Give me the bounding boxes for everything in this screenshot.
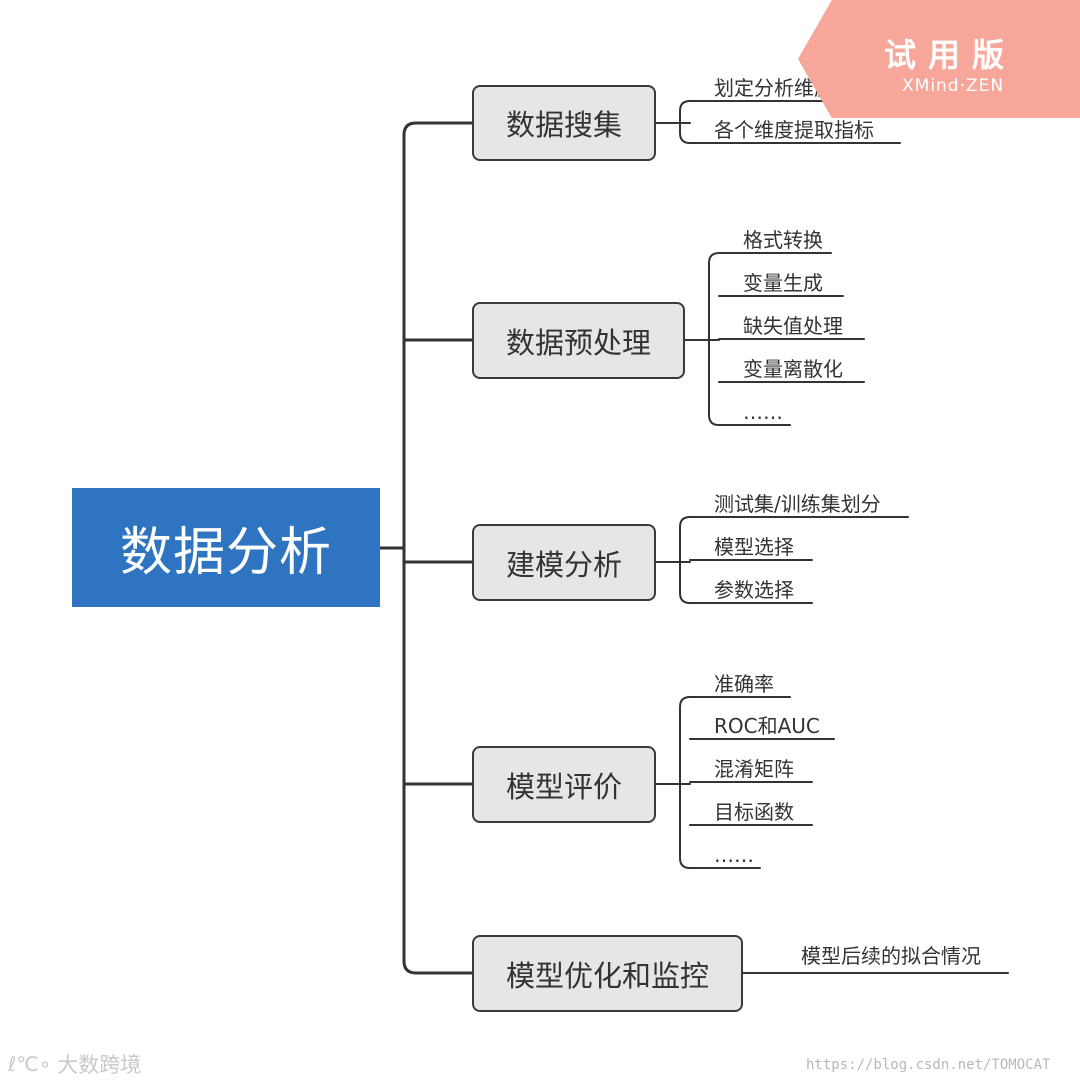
subtopic-extract-metrics[interactable]: 各个维度提取指标: [714, 118, 874, 142]
subtopic-bracket: [679, 100, 691, 144]
topic-label: 模型优化和监控: [505, 958, 709, 993]
trunk-line: [402, 121, 474, 975]
subtopic-roc-auc[interactable]: ROC和AUC: [714, 714, 820, 738]
topic-model-optimization[interactable]: 模型优化和监控: [472, 935, 743, 1012]
subtopic-bracket: [679, 696, 691, 869]
topic-label: 建模分析: [505, 547, 622, 582]
watermark-left: ℓ℃∘ 大数跨境: [8, 1049, 141, 1079]
badge-subtitle: XMind·ZEN: [902, 76, 1005, 96]
topic-model-evaluation[interactable]: 模型评价: [472, 746, 656, 823]
subtopic-parameter-selection[interactable]: 参数选择: [714, 578, 794, 602]
root-topic[interactable]: 数据分析: [72, 488, 380, 607]
topic-data-collection[interactable]: 数据搜集: [472, 85, 656, 161]
subtopic-ellipsis[interactable]: ……: [714, 843, 754, 867]
subtopic-confusion-matrix[interactable]: 混淆矩阵: [714, 757, 794, 781]
topic-label: 数据搜集: [505, 108, 622, 142]
root-topic-label: 数据分析: [119, 523, 332, 583]
subtopic-train-test-split[interactable]: 测试集/训练集划分: [714, 492, 881, 516]
topic-label: 模型评价: [505, 769, 622, 804]
subtopic-format-conversion[interactable]: 格式转换: [743, 228, 823, 252]
watermark-url: https://blog.csdn.net/TOMOCAT: [806, 1057, 1051, 1073]
subtopic-accuracy[interactable]: 准确率: [714, 672, 774, 696]
subtopic-missing-values[interactable]: 缺失值处理: [743, 314, 843, 338]
watermark-left-text: 大数跨境: [57, 1053, 142, 1077]
subtopic-subsequent-fit[interactable]: 模型后续的拟合情况: [801, 944, 981, 968]
subtopic-ellipsis[interactable]: ……: [743, 400, 783, 424]
subtopic-objective-function[interactable]: 目标函数: [714, 800, 794, 824]
subtopic-bracket: [679, 516, 691, 604]
brand-logo-icon: ℓ℃∘: [8, 1052, 52, 1076]
subtopic-discretization[interactable]: 变量离散化: [743, 357, 843, 381]
subtopic-model-selection[interactable]: 模型选择: [714, 535, 794, 559]
subtopic-bracket: [708, 252, 720, 426]
topic-label: 数据预处理: [505, 325, 651, 360]
topic-data-preprocessing[interactable]: 数据预处理: [472, 302, 685, 379]
badge-title: 试用版: [884, 36, 1017, 74]
subtopic-variable-generation[interactable]: 变量生成: [743, 271, 823, 295]
trial-version-badge: 试用版 XMind·ZEN: [798, 0, 1080, 118]
topic-modeling[interactable]: 建模分析: [472, 524, 656, 601]
